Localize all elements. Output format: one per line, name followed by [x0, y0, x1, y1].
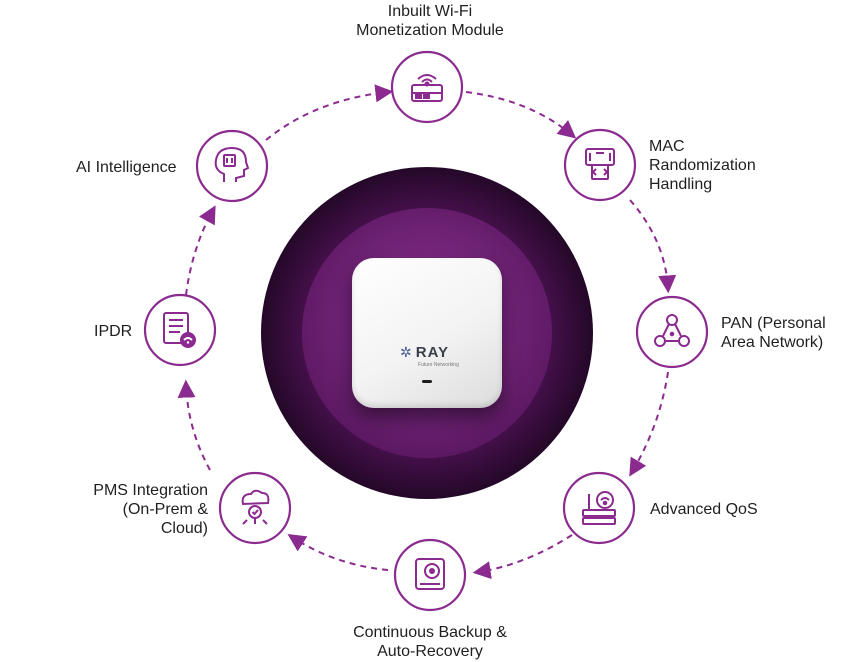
arc-pan-to-qos	[629, 371, 669, 477]
arc-ai-to-wifi	[265, 84, 394, 141]
cloud-gear-icon	[241, 489, 270, 525]
server-wifi-icon	[582, 491, 616, 525]
node-pan	[635, 295, 709, 369]
node-ipdr	[143, 293, 217, 367]
arc-pms-to-ipdr	[177, 379, 211, 471]
ai-head-icon	[214, 146, 250, 182]
brand-name: RAY	[415, 344, 450, 361]
connector-arcs	[177, 84, 677, 580]
label-backup: Continuous Backup & Auto-Recovery	[353, 624, 507, 660]
label-advanced-qos: Advanced QoS	[650, 501, 758, 518]
arc-wifi-to-mac	[465, 91, 577, 139]
node-pms	[218, 471, 292, 545]
access-point-device: ✲ RAY Future Networking	[352, 258, 502, 408]
node-ai	[195, 129, 269, 203]
arc-qos-to-backup	[472, 534, 573, 580]
ray-logo-icon: ✲	[400, 344, 412, 360]
label-pan: PAN (Personal Area Network)	[721, 315, 826, 351]
mac-chip-icon	[585, 148, 615, 180]
node-wifi-monetization	[390, 50, 464, 124]
network-users-icon	[654, 314, 690, 347]
label-wifi-monetization: Inbuilt Wi-Fi Monetization Module	[356, 3, 504, 39]
brand-logo: ✲ RAY	[400, 344, 449, 361]
arc-backup-to-pms	[287, 534, 389, 571]
status-led	[422, 380, 432, 383]
brand-tagline: Future Networking	[418, 362, 459, 368]
node-advanced-qos	[562, 471, 636, 545]
label-pms: PMS Integration (On-Prem & Cloud)	[93, 482, 208, 537]
label-ipdr: IPDR	[94, 323, 133, 340]
router-wifi-icon	[411, 74, 443, 102]
arc-ipdr-to-ai	[185, 205, 216, 296]
document-wifi-icon	[163, 312, 196, 348]
node-backup	[393, 538, 467, 612]
hard-drive-icon	[415, 558, 445, 590]
label-mac-randomization: MAC Randomization Handling	[649, 138, 756, 193]
label-ai: AI Intelligence	[76, 159, 177, 176]
node-mac-randomization	[563, 128, 637, 202]
arc-mac-to-pan	[629, 199, 677, 294]
